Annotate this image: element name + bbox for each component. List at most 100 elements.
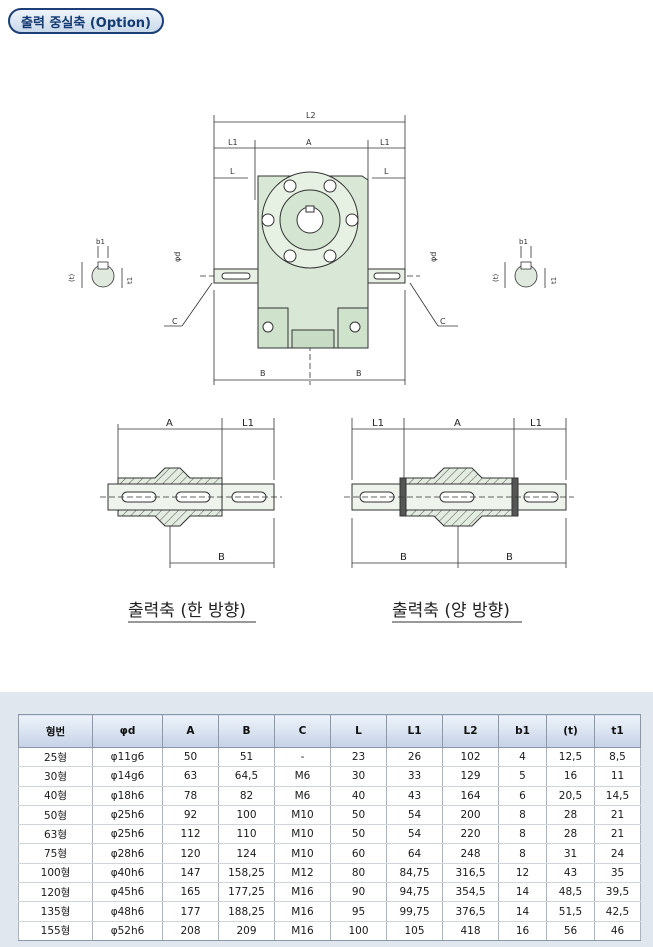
- double-dim-b-right: B: [506, 552, 513, 563]
- header-t: (t): [546, 714, 595, 748]
- table-cell: 12,5: [546, 747, 595, 768]
- table-cell: M12: [274, 863, 331, 884]
- table-cell: 316,5: [442, 863, 499, 884]
- table-row: 75형 φ28h6 120 124 M10 60 64 248 8 31 24: [18, 843, 641, 864]
- table-cell: 50: [162, 747, 219, 768]
- table-cell: φ18h6: [92, 786, 163, 806]
- table-cell: 8,5: [594, 747, 641, 768]
- table-row: 135형 φ48h6 177 188,25 M16 95 99,75 376,5…: [18, 901, 641, 922]
- page-title: 출력 중실축 (Option): [8, 8, 164, 34]
- table-cell: 75형: [18, 843, 93, 864]
- dim-l1-label-left: L1: [228, 138, 238, 147]
- table-cell: M16: [274, 882, 331, 903]
- table-cell: 124: [218, 843, 275, 864]
- table-cell: 177: [162, 901, 219, 922]
- table-cell: 90: [330, 882, 387, 903]
- table-cell: φ14g6: [92, 766, 163, 787]
- dim-c-label-right: C: [440, 317, 446, 326]
- dim-t-left: (t): [68, 274, 76, 282]
- table-cell: 147: [162, 863, 219, 884]
- dim-b1-right: b1: [519, 238, 528, 246]
- table-cell: 120: [162, 843, 219, 864]
- table-cell: 16: [546, 766, 595, 787]
- table-row: 50형 φ25h6 92 100 M10 50 54 200 8 28 21: [18, 805, 641, 826]
- table-cell: 82: [218, 786, 275, 806]
- table-cell: 25형: [18, 747, 93, 768]
- dim-b-label-right: B: [356, 369, 362, 378]
- table-cell: 4: [498, 747, 547, 768]
- table-cell: 23: [330, 747, 387, 768]
- table-cell: 105: [386, 921, 443, 941]
- table-cell: φ52h6: [92, 921, 163, 941]
- table-cell: 21: [594, 805, 641, 826]
- table-cell: M10: [274, 824, 331, 845]
- header-b1: b1: [498, 714, 547, 748]
- table-cell: 31: [546, 843, 595, 864]
- table-cell: 84,75: [386, 863, 443, 884]
- table-cell: 129: [442, 766, 499, 787]
- table-row: 120형 φ45h6 165 177,25 M16 90 94,75 354,5…: [18, 882, 641, 903]
- table-cell: 99,75: [386, 901, 443, 922]
- table-cell: 42,5: [594, 901, 641, 922]
- table-cell: 51: [218, 747, 275, 768]
- table-cell: M16: [274, 921, 331, 941]
- caption-single-direction: 출력축 (한 방향): [128, 601, 246, 621]
- table-cell: 26: [386, 747, 443, 768]
- table-row: 30형 φ14g6 63 64,5 M6 30 33 129 5 16 11: [18, 766, 641, 787]
- single-dim-l1: L1: [242, 418, 254, 429]
- table-cell: 208: [162, 921, 219, 941]
- dim-t-right: (t): [492, 274, 500, 282]
- table-cell: 5: [498, 766, 547, 787]
- single-dim-b: B: [218, 552, 225, 563]
- table-cell: 14: [498, 901, 547, 922]
- dim-a-label: A: [306, 138, 312, 147]
- table-cell: φ48h6: [92, 901, 163, 922]
- table-row: 155형 φ52h6 208 209 M16 100 105 418 16 56…: [18, 921, 641, 941]
- table-cell: φ11g6: [92, 747, 163, 768]
- table-cell: 56: [546, 921, 595, 941]
- table-cell: φ45h6: [92, 882, 163, 903]
- table-cell: 28: [546, 824, 595, 845]
- table-cell: 48,5: [546, 882, 595, 903]
- table-cell: M6: [274, 786, 331, 806]
- table-cell: 11: [594, 766, 641, 787]
- table-cell: 43: [386, 786, 443, 806]
- table-cell: 100형: [18, 863, 93, 884]
- table-cell: 46: [594, 921, 641, 941]
- table-cell: 35: [594, 863, 641, 884]
- reducer-drawing: L2 A L1 L1 L L B B C C φd φd: [68, 111, 558, 385]
- double-dim-l1-right: L1: [530, 418, 542, 429]
- table-cell: 50: [330, 824, 387, 845]
- table-cell: 39,5: [594, 882, 641, 903]
- header-l: L: [330, 714, 387, 748]
- header-l1: L1: [386, 714, 443, 748]
- single-dim-a: A: [166, 418, 173, 429]
- table-cell: 16: [498, 921, 547, 941]
- table-row: 40형 φ18h6 78 82 M6 40 43 164 6 20,5 14,5: [18, 786, 641, 806]
- table-cell: 8: [498, 843, 547, 864]
- table-cell: 418: [442, 921, 499, 941]
- table-cell: 54: [386, 805, 443, 826]
- shaft-double-direction: [344, 418, 574, 568]
- dim-t1-left: t1: [126, 277, 134, 284]
- dim-l-label-right: L: [384, 167, 389, 176]
- header-l2: L2: [442, 714, 499, 748]
- table-cell: 164: [442, 786, 499, 806]
- table-cell: 6: [498, 786, 547, 806]
- table-cell: φ25h6: [92, 824, 163, 845]
- table-cell: 165: [162, 882, 219, 903]
- table-cell: M10: [274, 843, 331, 864]
- table-cell: 60: [330, 843, 387, 864]
- keyway-section-left: [81, 246, 123, 288]
- spec-table: 형번 φd A B C L L1 L2 b1 (t) t1 25형 φ11g6 …: [18, 714, 641, 941]
- table-cell: 14,5: [594, 786, 641, 806]
- table-row: 100형 φ40h6 147 158,25 M12 80 84,75 316,5…: [18, 863, 641, 884]
- table-cell: -: [274, 747, 331, 768]
- table-cell: 63형: [18, 824, 93, 845]
- table-cell: 110: [218, 824, 275, 845]
- table-cell: 100: [330, 921, 387, 941]
- table-cell: 21: [594, 824, 641, 845]
- dim-phi-d-right: φd: [429, 252, 438, 262]
- table-cell: 64: [386, 843, 443, 864]
- table-cell: 8: [498, 824, 547, 845]
